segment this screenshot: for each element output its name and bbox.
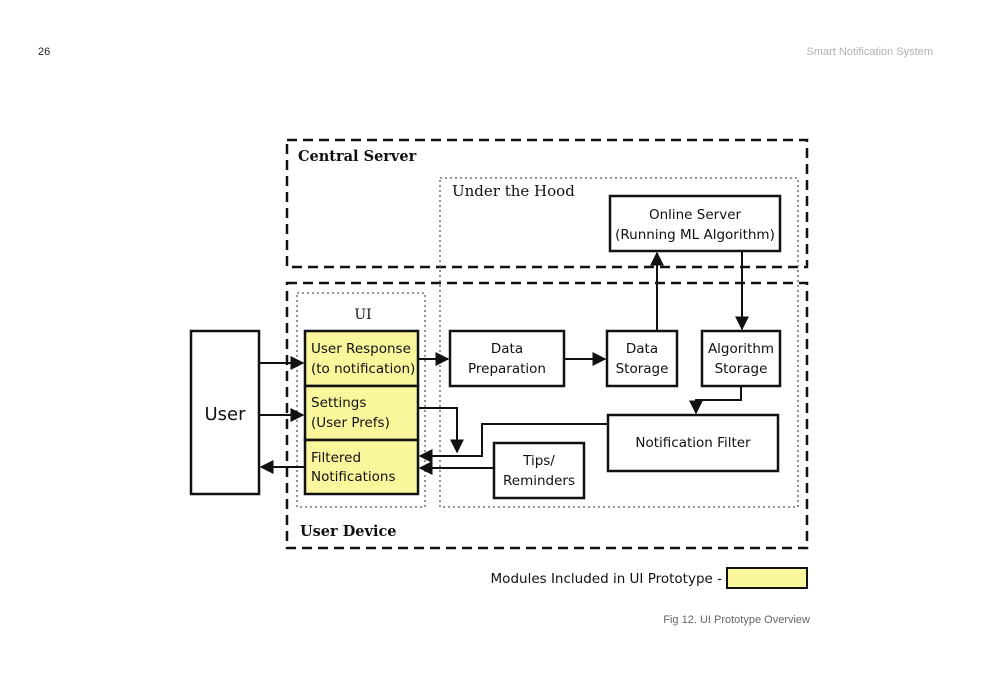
tips-reminders-label-1: Tips/ <box>522 453 555 469</box>
page-number: 26 <box>38 46 51 58</box>
user-response-label-2: (to notification) <box>311 361 415 377</box>
notification-filter-label: Notification Filter <box>635 435 751 451</box>
tips-reminders-label-2: Reminders <box>503 473 575 489</box>
filtered-notifications-label-1: Filtered <box>311 450 361 466</box>
arrow-algorithm-storage-to-notification-filter <box>689 386 742 415</box>
data-storage-label-2: Storage <box>616 361 669 377</box>
running-header: Smart Notification System <box>806 46 933 58</box>
algorithm-storage-box <box>700 329 782 388</box>
arrow-notification-filter-to-filtered <box>418 423 608 463</box>
settings-label-2: (User Prefs) <box>311 415 390 431</box>
ui-region <box>296 292 426 508</box>
algorithm-storage-label-2: Storage <box>715 361 768 377</box>
user-label: User <box>204 404 246 425</box>
settings-label-1: Settings <box>311 395 366 411</box>
online-server-box <box>608 194 782 253</box>
central-server-region <box>285 138 809 269</box>
under-the-hood-title: Under the Hood <box>452 182 575 200</box>
under-the-hood-region <box>439 177 799 508</box>
algorithm-storage-label-1: Algorithm <box>708 341 774 357</box>
central-server-title: Central Server <box>298 148 417 165</box>
user-device-region <box>285 281 809 550</box>
data-preparation-box <box>448 329 566 388</box>
notification-filter-box <box>606 413 780 473</box>
data-storage-box <box>605 329 679 388</box>
tips-reminders-box <box>492 441 586 500</box>
user-response-module <box>303 329 420 388</box>
legend-label: Modules Included in UI Prototype - <box>491 571 723 587</box>
data-preparation-label-2: Preparation <box>468 361 546 377</box>
data-preparation-label-1: Data <box>491 341 523 357</box>
ui-region-title: UI <box>354 307 371 323</box>
filtered-notifications-module <box>303 438 420 496</box>
online-server-label-2: (Running ML Algorithm) <box>615 227 775 243</box>
legend-swatch <box>726 567 808 589</box>
online-server-label-1: Online Server <box>649 207 742 223</box>
filtered-notifications-label-2: Notifications <box>311 469 396 485</box>
user-box <box>189 329 261 496</box>
figure-caption: Fig 12. UI Prototype Overview <box>663 614 810 626</box>
user-device-title: User Device <box>300 523 397 540</box>
user-response-label-1: User Response <box>311 341 411 357</box>
data-storage-label-1: Data <box>626 341 658 357</box>
arrow-settings-down <box>418 407 464 454</box>
settings-module <box>303 384 420 442</box>
